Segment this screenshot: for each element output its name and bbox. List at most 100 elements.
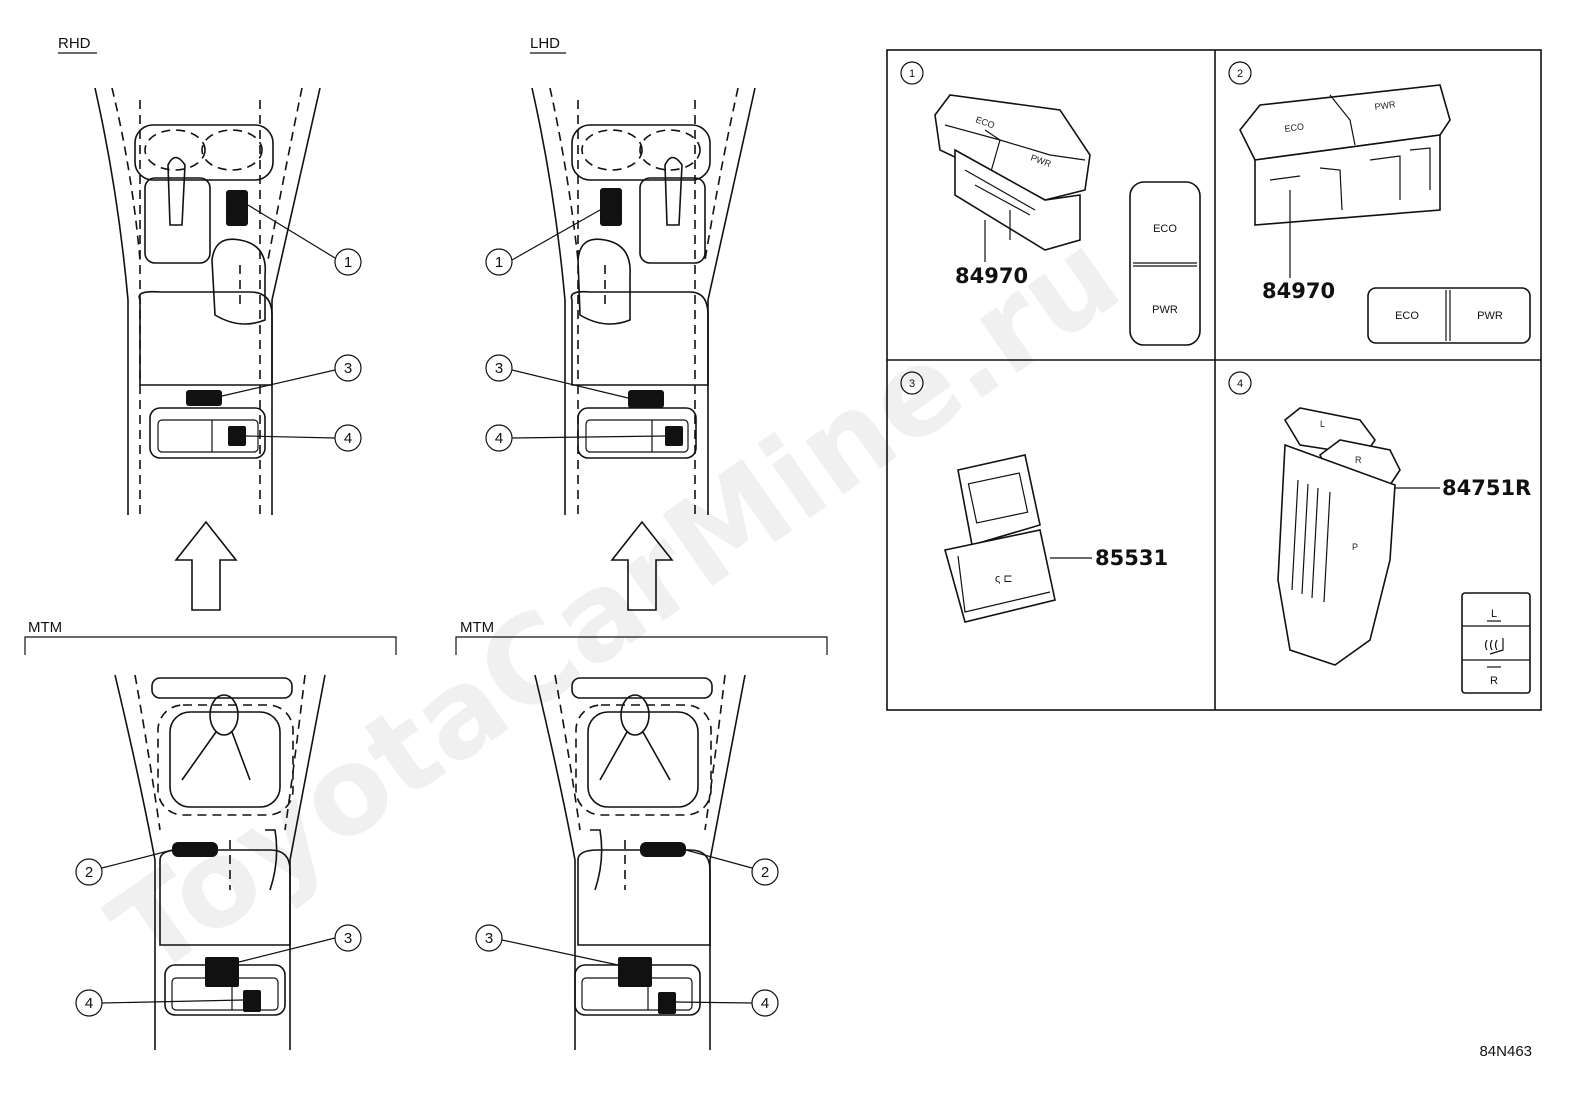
rhd-callout-1: 1: [334, 248, 362, 276]
svg-text:4: 4: [761, 995, 769, 1012]
svg-text:2: 2: [1237, 68, 1243, 80]
mtm-lhd-leader-4: [675, 1001, 753, 1004]
mtm-lhd-callout-4: 4: [751, 989, 779, 1017]
mtm-lhd-right-solid: [709, 674, 746, 1050]
mtm-rhd-top-frame: [151, 677, 293, 699]
lhd-tray: [577, 238, 631, 325]
mtm-rhd-leader-3: [238, 937, 336, 963]
svg-text:P: P: [1352, 542, 1358, 552]
mtm-rhd-leader-4: [101, 999, 244, 1004]
mtm-lhd-shift-surround: [587, 711, 699, 808]
panel-4-number: 4: [1228, 371, 1252, 395]
lhd-label: LHD: [530, 35, 560, 52]
switch-3-flip-lid: [957, 454, 1041, 547]
rhd-callout-3: 3: [334, 354, 362, 382]
svg-text:1: 1: [909, 68, 915, 80]
lhd-lower-slot: [585, 419, 689, 453]
mtm-lhd-callout-3: 3: [475, 924, 503, 952]
mtm-lhd-shift-dash: [575, 704, 712, 816]
rhd-leader-3: [221, 369, 336, 397]
panel-2-number: 2: [1228, 61, 1252, 85]
rhd-console-right-solid: [271, 87, 321, 515]
rhd-label: RHD: [58, 35, 91, 52]
svg-text:PWR: PWR: [1374, 99, 1397, 112]
lhd-leader-4: [511, 435, 666, 439]
svg-text:ECO: ECO: [1284, 121, 1305, 134]
mtm-lhd-left-solid: [534, 674, 576, 1050]
rhd-leader-1: [247, 204, 336, 259]
panel-4: 4 L R P 84751R L R: [1228, 371, 1531, 694]
lhd-leader-3: [511, 369, 629, 399]
rhd-view: RHD 1: [58, 35, 362, 611]
lhd-cupholder-frame: [571, 124, 711, 181]
lhd-view: LHD 1 3 4: [485, 35, 756, 611]
eco-pwr-switch-vertical-3d: ECO PWR: [934, 94, 1091, 251]
eco-pwr-face-horizontal: ECO PWR: [1367, 287, 1531, 344]
switch-3-body: [944, 529, 1056, 623]
rhd-cup-2: [201, 129, 263, 171]
rhd-up-arrow: [174, 520, 238, 611]
mtm-lhd-switch-4: [658, 992, 676, 1014]
mtm-rhd-view: 2 3 4: [75, 674, 362, 1050]
seat-heater-icon: [1484, 638, 1504, 655]
rhd-switch-4: [228, 426, 246, 446]
rhd-callout-4: 4: [334, 424, 362, 452]
svg-text:3: 3: [344, 360, 352, 377]
panel-1-number: 1: [900, 61, 924, 85]
panel-3: 3 ς ⊏ 85531: [900, 371, 1168, 623]
rhd-switch-1: [226, 190, 248, 226]
panel-2-pwr-label: PWR: [1477, 310, 1503, 322]
rhd-console-right-dash: [267, 87, 303, 261]
lhd-cup-1: [581, 129, 643, 171]
svg-text:1: 1: [495, 254, 503, 271]
mtm-rhd-callout-2: 2: [75, 858, 103, 886]
mtm-rhd-left-dash: [134, 674, 161, 831]
lhd-armrest: [570, 290, 709, 386]
mtm-rhd-right-dash: [284, 674, 306, 831]
panel-4-right-label: R: [1490, 675, 1498, 687]
svg-text:3: 3: [495, 360, 503, 377]
lhd-leader-1: [511, 209, 601, 261]
mtm-lhd-switch-3: [618, 957, 652, 987]
panel-4-left-label: L: [1491, 608, 1497, 620]
rhd-armrest: [138, 290, 273, 386]
mtm-rhd-left-solid: [114, 674, 156, 1050]
mtm-rhd-tray-line: [265, 829, 278, 891]
switch-3-symbols: ς ⊏: [995, 573, 1013, 585]
mtm-rhd-shift-dash: [157, 704, 294, 816]
parts-grid: [886, 49, 1542, 711]
rhd-lower-panel: [149, 407, 266, 459]
panel-2-part-number: 84970: [1262, 279, 1335, 303]
mtm-rhd-knob: [209, 694, 239, 736]
mtm-right-bracket: MTM: [455, 619, 828, 655]
lhd-switch-3: [628, 390, 664, 408]
rear-sunshade-switch-3d: ς ⊏: [944, 454, 1056, 623]
svg-text:1: 1: [344, 254, 352, 271]
grid-frame: [886, 49, 1542, 711]
panel-1: 1 ECO PWR 84970 ECO PWR: [900, 61, 1201, 346]
svg-text:4: 4: [495, 430, 503, 447]
mtm-rhd-right-solid: [289, 674, 326, 1050]
mtm-lhd-view: 2 3 4: [475, 674, 779, 1050]
mtm-lhd-armrest: [577, 849, 711, 946]
mtm-lhd-shift-boot-lines: [599, 731, 671, 781]
rhd-shift-boot: [144, 177, 211, 264]
panel-2: 2 ECO PWR 84970 ECO PWR: [1228, 61, 1531, 344]
rhd-cupholder-frame: [134, 124, 274, 181]
svg-text:2: 2: [85, 864, 93, 881]
lhd-callout-4: 4: [485, 424, 513, 452]
mtm-rhd-callout-3: 3: [334, 924, 362, 952]
lhd-shift-knob: [664, 156, 683, 226]
panel-1-part-number: 84970: [955, 264, 1028, 288]
mtm-rhd-leader-2: [101, 849, 173, 869]
mtm-lhd-leader-2: [685, 849, 753, 869]
lhd-callout-1: 1: [485, 248, 513, 276]
svg-text:L: L: [1320, 419, 1325, 429]
eco-pwr-switch-horizontal-3d: ECO PWR: [1239, 84, 1451, 226]
lhd-switch-1: [600, 188, 622, 226]
lhd-switch-4: [665, 426, 683, 446]
rhd-console-left-dash: [111, 87, 141, 261]
panel-4-part-number: 84751R: [1442, 476, 1531, 500]
svg-text:R: R: [1355, 455, 1362, 465]
rhd-console-left-solid: [94, 87, 129, 515]
